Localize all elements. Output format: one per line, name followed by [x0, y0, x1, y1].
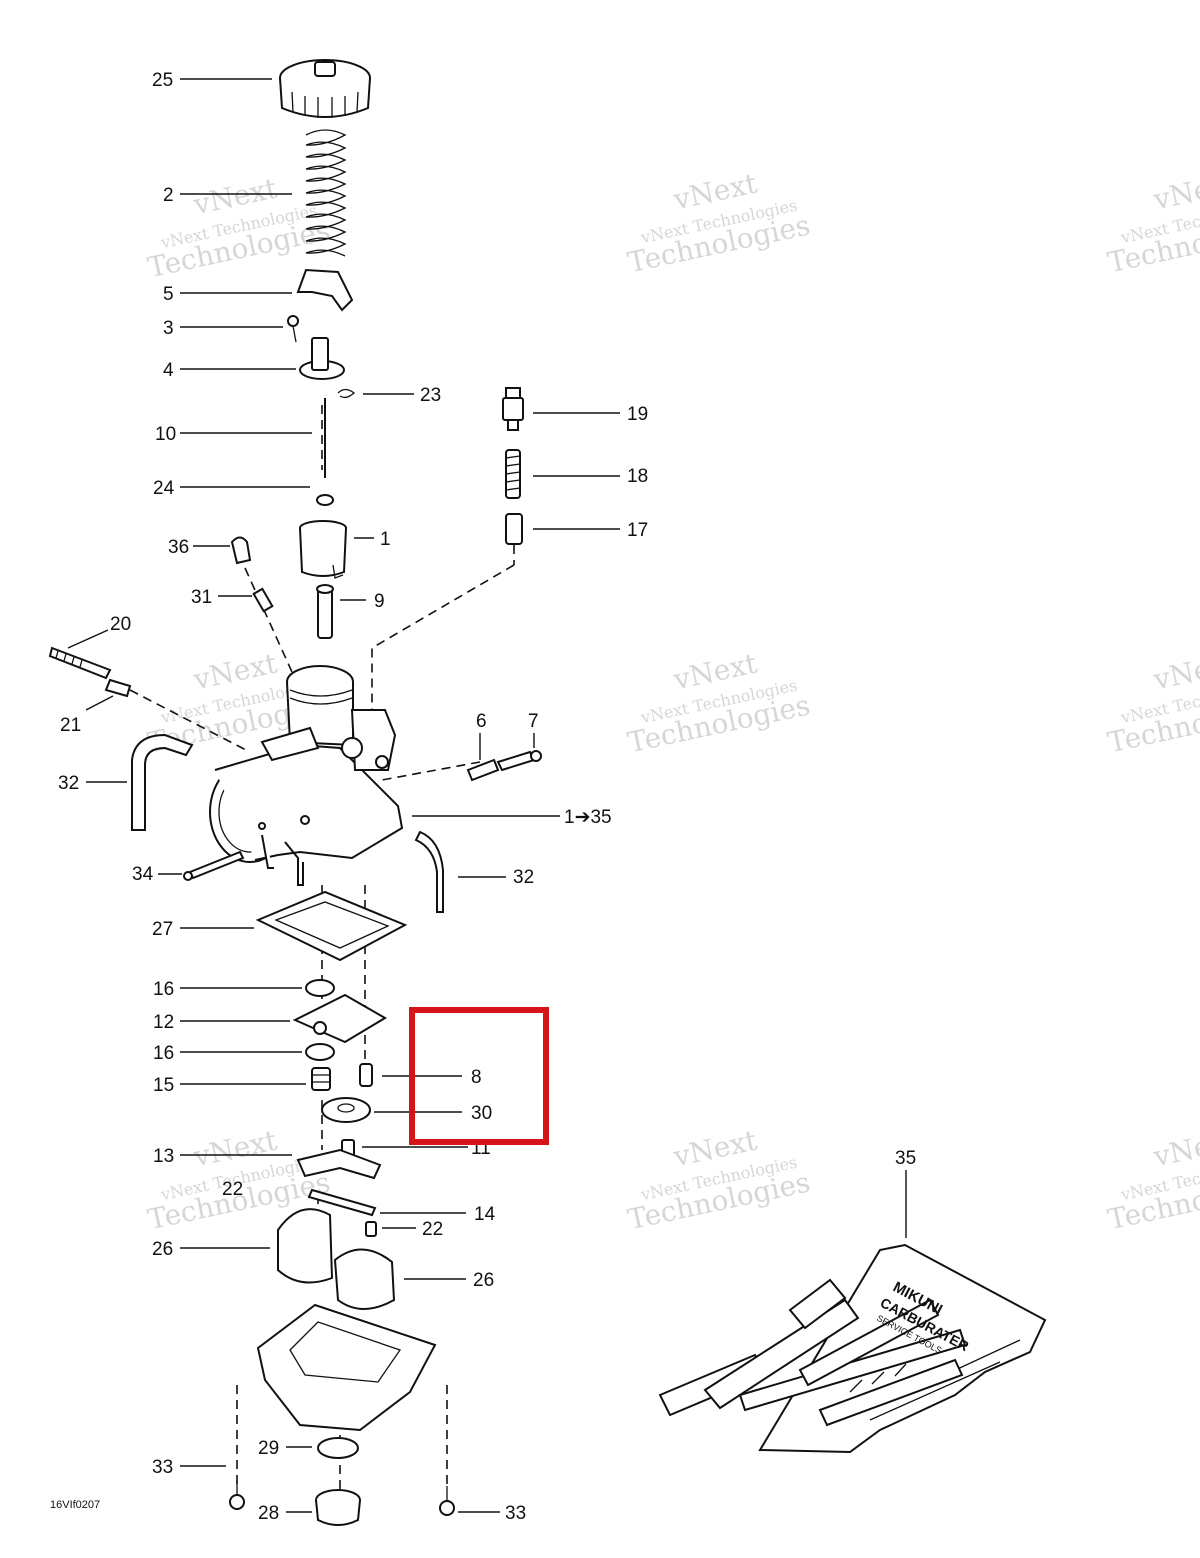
part-21-spring	[104, 678, 132, 698]
part-32-left-hose	[131, 733, 194, 831]
callout-14: 14	[474, 1204, 496, 1225]
part-15-main-jet	[311, 1067, 331, 1091]
callout-4: 4	[163, 360, 174, 381]
part-33-screw-left	[229, 1480, 245, 1510]
callout-8: 8	[471, 1067, 482, 1088]
callout-23: 23	[420, 385, 441, 406]
part-12-plate	[292, 993, 387, 1044]
part-16-oring-bottom	[305, 1043, 335, 1061]
callout-35: 35	[895, 1148, 916, 1169]
part-7-screw	[496, 750, 542, 772]
part-16-oring-top	[305, 979, 335, 997]
callout-1-to-35: 1➔35	[564, 807, 612, 828]
leader-lines	[67, 78, 907, 1513]
callout-26-right: 26	[473, 1270, 494, 1291]
assembly-axis-lines	[129, 405, 515, 1490]
part-9-needle-jet	[316, 584, 334, 639]
part-26-float-left	[277, 1208, 334, 1284]
callout-16-top: 16	[153, 979, 174, 1000]
part-30-valve-seat	[321, 1097, 371, 1123]
callout-17: 17	[627, 520, 648, 541]
part-5-plate	[296, 268, 354, 312]
part-1-slide	[299, 520, 347, 579]
part-19-adjuster	[502, 387, 524, 431]
callout-20: 20	[110, 614, 131, 635]
part-6-air-screw	[466, 758, 500, 782]
callout-29: 29	[258, 1438, 279, 1459]
callout-32-left: 32	[58, 773, 79, 794]
part-18-spring	[505, 449, 521, 499]
callout-10: 10	[155, 424, 176, 445]
part-23-clip	[337, 388, 356, 399]
carburetor-body	[209, 665, 404, 886]
callout-31: 31	[191, 587, 212, 608]
part-13-float-arm	[296, 1148, 382, 1180]
callout-30: 30	[471, 1103, 492, 1124]
part-2-spring	[305, 129, 347, 257]
callout-22-left: 22	[222, 1179, 243, 1200]
part-17-plunger	[505, 513, 523, 545]
callout-33-left: 33	[152, 1457, 173, 1478]
callout-25: 25	[152, 70, 173, 91]
part-24-washer	[316, 494, 334, 506]
part-32-right-hose	[414, 830, 444, 913]
callout-33-right: 33	[505, 1503, 526, 1524]
callout-28: 28	[258, 1503, 279, 1524]
part-29-oring	[317, 1437, 359, 1459]
watermark-vnext: vNext	[1150, 1123, 1200, 1173]
callout-21: 21	[60, 715, 81, 736]
callout-5: 5	[163, 284, 174, 305]
callout-34: 34	[132, 864, 154, 885]
part-20-idle-screw	[48, 646, 112, 680]
part-8-pilot-jet	[359, 1063, 373, 1087]
callout-32-right: 32	[513, 867, 534, 888]
part-22-screw-upper	[365, 1221, 377, 1237]
part-33-screw-right	[439, 1486, 455, 1516]
part-3-screw	[287, 315, 299, 343]
callout-27: 27	[152, 919, 173, 940]
part-25-cap	[279, 59, 371, 118]
callout-1: 1	[380, 529, 391, 550]
diagram-code: 16VIf0207	[50, 1499, 100, 1511]
callout-9: 9	[374, 591, 385, 612]
callout-15: 15	[153, 1075, 174, 1096]
callout-22-right: 22	[422, 1219, 443, 1240]
part-28-drain-plug	[315, 1489, 361, 1526]
part-4-needle-retainer	[299, 337, 345, 380]
callout-2: 2	[163, 185, 174, 206]
part-31-screw	[252, 587, 274, 613]
callout-24: 24	[153, 478, 175, 499]
callout-19: 19	[627, 404, 648, 425]
part-26-float-right	[333, 1248, 396, 1310]
callout-3: 3	[163, 318, 174, 339]
callout-18: 18	[627, 466, 648, 487]
callout-13: 13	[153, 1146, 174, 1167]
part-36-cap	[230, 536, 252, 565]
watermark-vnext: vNext	[1150, 646, 1200, 696]
part-14-pin	[307, 1188, 377, 1217]
callout-12: 12	[153, 1012, 174, 1033]
part-number-labels: 25 2 5 3 4 23 10 19 18 24 17 36 1 31 9 2…	[58, 70, 916, 1524]
part-35-tool-kit: MIKUNI CARBURATER SERVICE TOOLS	[658, 1243, 1047, 1454]
callout-7: 7	[528, 711, 539, 732]
callout-26-left: 26	[152, 1239, 173, 1260]
callout-16-bottom: 16	[153, 1043, 174, 1064]
callout-36: 36	[168, 537, 189, 558]
highlight-box	[409, 1007, 549, 1145]
watermark-vnext: vNext	[1150, 166, 1200, 216]
callout-6: 6	[476, 711, 487, 732]
part-27-gasket	[255, 890, 408, 962]
part-float-bowl	[256, 1303, 437, 1432]
part-34-screw	[183, 850, 245, 881]
